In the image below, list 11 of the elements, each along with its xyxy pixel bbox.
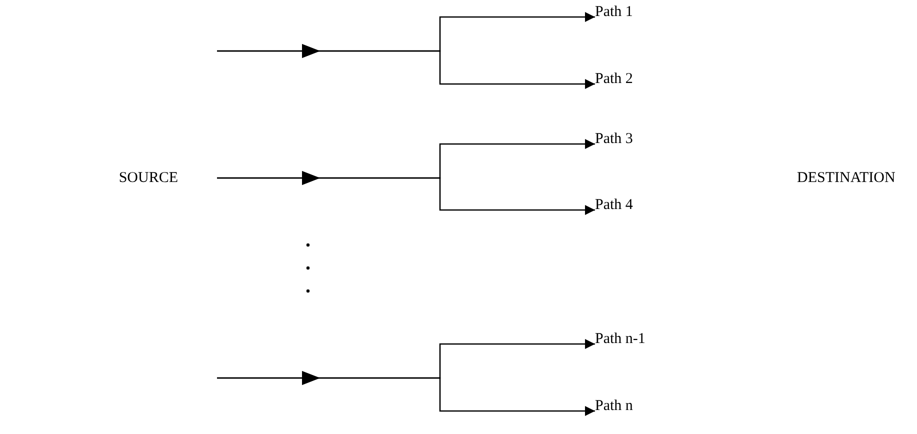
path-label: Path 2	[595, 70, 633, 88]
endpoint-label: DESTINATION	[797, 169, 896, 187]
split-arrow	[217, 371, 595, 416]
split-arrow	[217, 171, 595, 215]
path-label: Path 1	[595, 3, 633, 21]
path-label: Path 3	[595, 130, 633, 148]
split-arrow	[217, 44, 595, 89]
path-label: Path n	[595, 397, 633, 415]
path-label: Path n-1	[595, 330, 646, 348]
path-label: Path 4	[595, 196, 633, 214]
endpoint-label: SOURCE	[118, 169, 178, 187]
